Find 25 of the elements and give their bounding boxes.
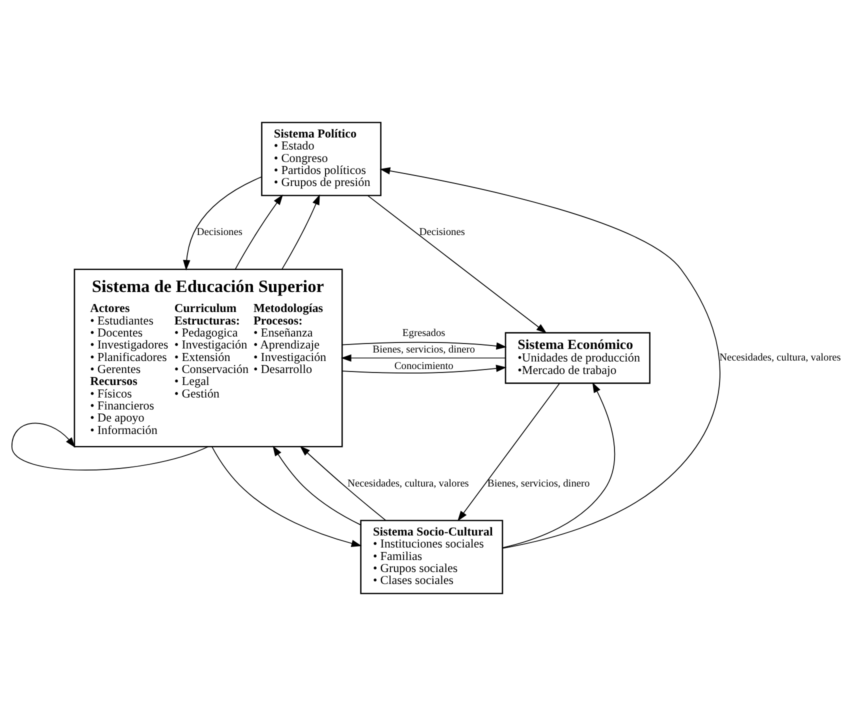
node-box: Sistema de Educación Superior Actores • Estudiantes • Docentes • Investigadores • Planificadores • Gerentes Recursos • Físicos • Financieros • De apoyo • Información Curriculum Estructuras: • Pedagogica • Investigación • Extensión • Conservación • Legal • Gestión Metodologías Procesos: • Enseñanza • Aprendizaje • Investigación • Desarrollo [74,268,343,447]
arrow [502,382,616,548]
arrow [300,445,386,520]
edge-label: Bienes, servicios, dinero [372,344,475,355]
arrow [212,446,362,546]
arrow [367,194,547,333]
arrow [457,382,560,521]
edge-label: Decisiones [419,226,465,238]
arrow [234,194,284,270]
arrow [342,341,507,350]
node-box: Sistema Económico •Unidades de producción •Mercado de trabajo [504,332,650,384]
node-box: Sistema Político • Estado • Congreso • Partidos políticos • Grupos de presión [261,121,382,196]
edge-label: Necesidades, cultura, valores [348,478,469,489]
edge-label: Egresados [402,327,446,338]
arrow [182,176,262,270]
edge-label: Bienes, servicios, dinero [487,478,590,489]
arrow [342,364,507,373]
node-box: Sistema Socio-Cultural • Instituciones sociales • Familias • Grupos sociales • Clases sociales [360,519,504,594]
arrow [272,445,361,525]
edge-label: Necesidades, cultura, valores [719,352,841,364]
arrow [380,166,720,548]
arrow [282,194,320,270]
edge-label: Conocimiento [394,360,454,372]
edge-label: Decisiones [196,226,242,238]
arrow [340,354,506,362]
